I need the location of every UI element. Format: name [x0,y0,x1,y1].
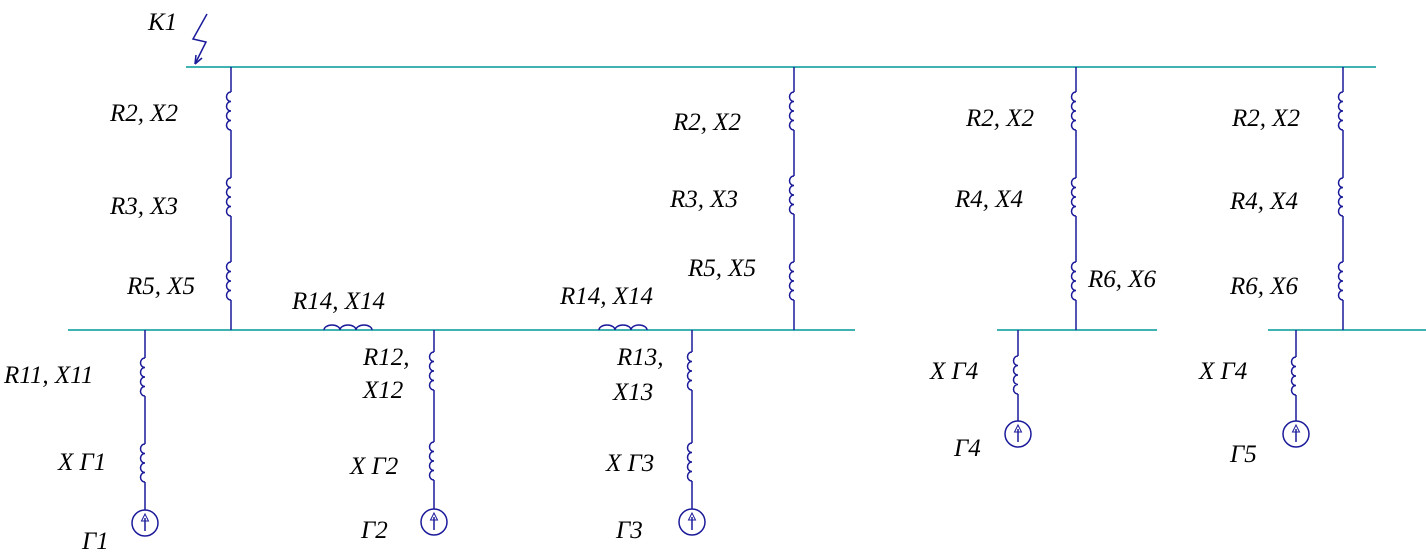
lightning-arrowhead [194,54,203,65]
g3-line-label-a: R13, [616,344,664,371]
inductor-coil-icon [225,177,232,217]
branch-4-z2-label: R4, X4 [1229,188,1298,215]
branch-2-z3-label: R5, X5 [687,255,756,282]
generators [131,420,1310,537]
inductor-coil-icon [788,91,795,131]
g2-line-label-b: X12 [362,377,403,404]
g2-x-label: X Г2 [349,453,398,480]
branch-3-z2-label: R4, X4 [954,186,1023,213]
g1-x-label: X Г1 [57,449,106,476]
branch-1-z1-label: R2, X2 [109,100,178,127]
inductor-coil-icon [1337,91,1344,131]
g4-x-label: X Г4 [929,358,978,385]
inductor-coil-icon [139,443,146,483]
g3-name: Г3 [615,517,643,544]
inductors [139,91,1344,483]
link-2-label: R14, X14 [559,283,653,310]
fault-label: K1 [147,9,177,36]
inductor-coil-icon [1290,356,1297,396]
branch-4-z3-label: R6, X6 [1229,273,1299,300]
inductor-coil-icon [139,357,146,397]
g2-name: Г2 [360,517,388,544]
g4-name: Г4 [953,435,981,462]
inductor-coil-icon [428,441,435,481]
inductor-coil-icon [1012,355,1019,395]
branch-3-z1-label: R2, X2 [965,105,1034,132]
generator-arrow-icon [420,508,448,536]
lightning-arrow-icon [191,13,208,65]
g5-name: Г5 [1229,441,1257,468]
g2-line-label-a: R12, [362,344,410,371]
inductor-coil-icon [225,91,232,131]
branch-4-z1-label: R2, X2 [1231,105,1300,132]
generator-arrow-icon [131,509,159,537]
generator-arrow-icon [1004,420,1032,448]
inductor-coil-icon [1070,261,1077,301]
generator-arrow-icon [678,508,706,536]
link-1-label: R14, X14 [291,288,385,315]
inductor-coil-icon [1337,261,1344,301]
wires [144,13,1344,510]
branch-1-z2-label: R3, X3 [109,193,178,220]
inductor-coil-icon [686,351,693,391]
branch-2-z1-label: R2, X2 [672,109,741,136]
inductor-coil-icon [1070,91,1077,131]
branch-1-z3-label: R5, X5 [126,273,195,300]
branch-3-z3-label: R6, X6 [1087,266,1157,293]
inductor-coil-icon [1070,177,1077,217]
g3-x-label: X Г3 [605,450,654,477]
generator-arrow-icon [1282,420,1310,448]
inductor-coil-icon [686,442,693,482]
inductor-coil-icon [1337,177,1344,217]
g1-name: Г1 [81,528,109,555]
g1-line-label: R11, X11 [3,362,93,389]
inductor-coil-icon [788,261,795,301]
labels: K1 R2, X2 R3, X3 R5, X5 R2, X2 R3, X3 R5… [3,9,1300,555]
g5-x-label: X Г4 [1198,358,1247,385]
inductor-coil-icon [225,261,232,301]
inductor-coil-icon [428,351,435,391]
branch-2-z2-label: R3, X3 [669,186,738,213]
inductor-coil-icon [788,175,795,215]
buses [68,66,1426,331]
g3-line-label-b: X13 [612,379,653,406]
